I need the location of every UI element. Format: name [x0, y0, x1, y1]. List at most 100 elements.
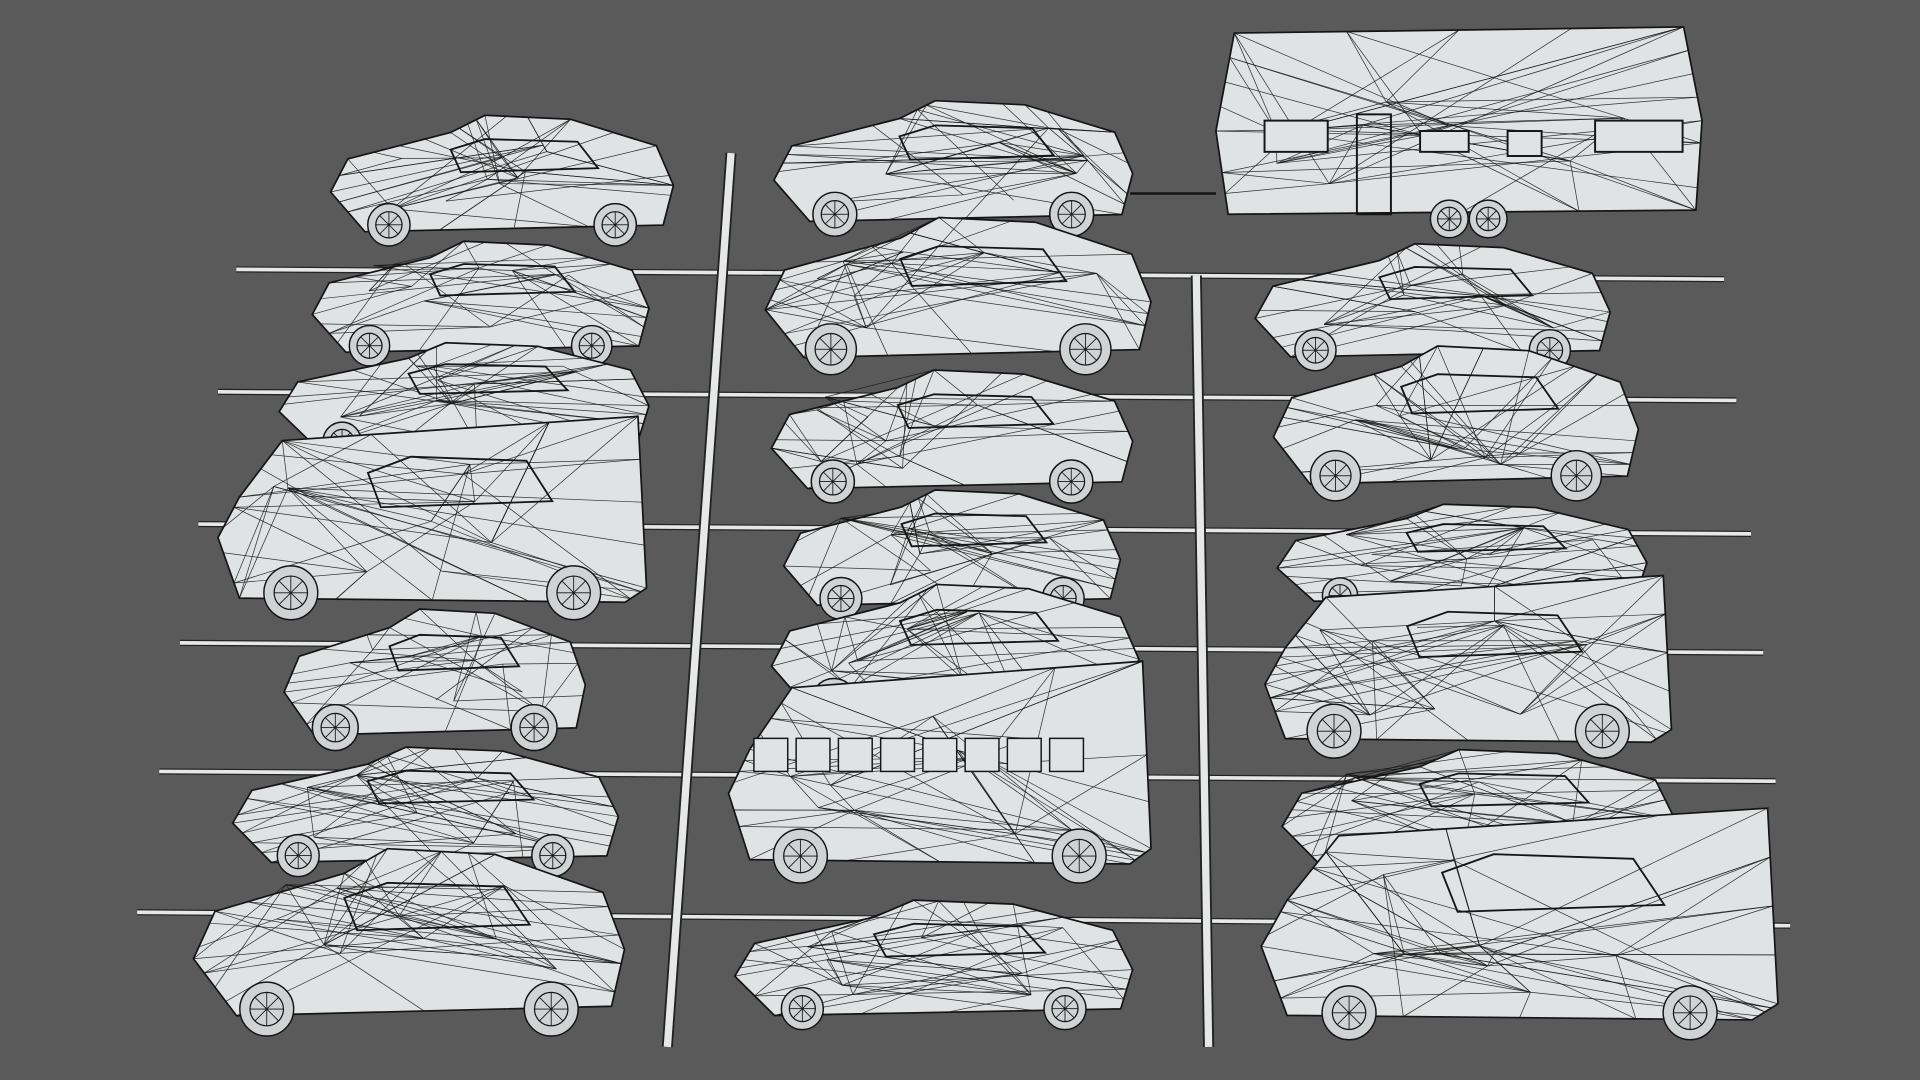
wire-edge	[1404, 954, 1488, 967]
wire-edge	[340, 934, 620, 954]
wire-edge	[1295, 540, 1362, 566]
wire-edge	[512, 270, 566, 348]
wire-edge	[842, 969, 1133, 986]
wire-edge	[1382, 874, 1404, 1017]
wire-edge	[1274, 665, 1371, 716]
wire-edge	[496, 938, 622, 964]
wire-edge	[392, 177, 518, 210]
wire-edge	[843, 217, 940, 262]
wire-edge	[1351, 800, 1573, 824]
window	[1594, 119, 1684, 153]
wire-edge	[1403, 965, 1488, 1017]
wire-edge	[789, 776, 819, 808]
wire-edge	[913, 899, 1023, 974]
wire-edge	[840, 513, 877, 519]
wire-edge	[1233, 32, 1296, 131]
wire-edge	[1295, 635, 1371, 716]
wire-edge	[1280, 911, 1617, 957]
wire-edge	[1346, 773, 1356, 779]
vehicle-van	[1263, 574, 1673, 759]
wire-edge	[1291, 397, 1465, 450]
wire-edge	[359, 403, 452, 417]
wire-edge	[433, 366, 645, 398]
wire-edge	[846, 263, 1149, 315]
wire-edge	[1346, 773, 1475, 795]
wire-edge	[840, 517, 1113, 590]
wire-edge	[947, 994, 1032, 1013]
wire-edge	[1355, 749, 1460, 779]
wire-edge	[475, 119, 500, 184]
wire-edge	[1419, 766, 1573, 824]
wire-edge	[791, 145, 1088, 161]
window	[343, 881, 532, 932]
wire-edge	[349, 662, 511, 731]
wire-edge	[1466, 527, 1525, 560]
wire-edge	[502, 663, 578, 665]
window	[1506, 130, 1543, 157]
wire-edge	[826, 916, 1064, 961]
wire-edge	[223, 552, 367, 573]
wire-edge	[490, 288, 641, 328]
wire-edge	[1369, 625, 1504, 716]
wire-edge	[474, 635, 482, 661]
wire-edge	[1280, 656, 1435, 710]
wire-edge	[340, 415, 360, 418]
wire-edge	[843, 260, 1097, 274]
wire-edge	[771, 447, 903, 469]
wire-edge	[525, 171, 674, 186]
wire-edge	[826, 959, 843, 986]
wire-edge	[366, 501, 475, 573]
wire-edge	[844, 616, 859, 661]
wire-edge	[1274, 644, 1588, 712]
vehicle-trailer	[1130, 26, 1703, 239]
wire-edge	[441, 570, 642, 592]
wire-edge	[541, 663, 579, 712]
wire-edge	[1323, 247, 1407, 325]
wire-edge	[1383, 874, 1405, 955]
wire-edge	[336, 860, 367, 889]
wire-edge	[463, 458, 641, 475]
wire-edge	[193, 884, 287, 960]
wire-edge	[831, 908, 895, 932]
wire-edge	[1436, 244, 1481, 295]
wire-edge	[1519, 575, 1664, 715]
wire-edge	[903, 251, 1060, 274]
wire-edge	[1494, 613, 1666, 622]
wire-edge	[353, 369, 452, 404]
wire-edge	[1274, 945, 1480, 982]
wire-edge	[283, 371, 577, 405]
wire-edge	[1520, 652, 1668, 715]
wire-edge	[1390, 580, 1462, 587]
wire-edge	[399, 915, 615, 993]
wire-edge	[1280, 644, 1587, 658]
wire-edge	[418, 267, 480, 351]
wire-edge	[247, 798, 516, 835]
wire-edge	[467, 852, 497, 940]
wire-edge	[1403, 294, 1554, 329]
window	[366, 455, 554, 509]
wire-edge	[1505, 273, 1593, 306]
wire-edge	[1280, 953, 1374, 999]
wire-edge	[784, 273, 1097, 335]
wire-edge	[1269, 640, 1576, 676]
wire-edge	[1394, 539, 1593, 601]
wire-edge	[291, 662, 351, 675]
wire-edge	[474, 363, 608, 385]
wire-edge	[926, 104, 1077, 174]
wire-edge	[1280, 911, 1531, 993]
wire-edge	[287, 487, 433, 601]
window	[879, 737, 916, 773]
wire-edge	[336, 887, 609, 907]
window	[899, 245, 1068, 287]
wire-edge	[765, 252, 985, 311]
wire-edge	[789, 414, 822, 462]
wire-edge	[1269, 640, 1576, 699]
wire-edge	[379, 267, 480, 271]
wire-edge	[489, 274, 569, 328]
wire-edge	[1301, 777, 1356, 794]
wire-edge	[1362, 26, 1684, 126]
wire-edge	[1355, 419, 1486, 459]
wire-edge	[307, 776, 600, 788]
wire-edge	[1553, 311, 1611, 329]
